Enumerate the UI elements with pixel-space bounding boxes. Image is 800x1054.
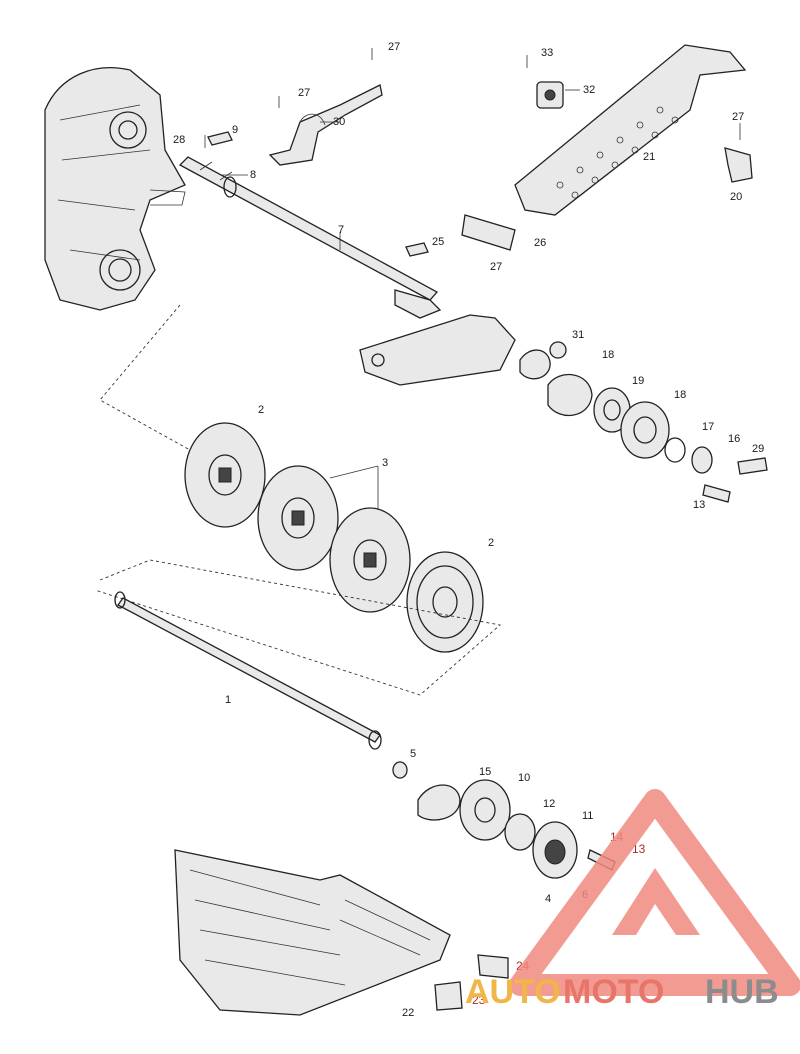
callout-15: 15 (479, 766, 491, 778)
watermark-auto: AUTO (465, 973, 561, 1011)
callout-2: 2 (258, 404, 264, 416)
callout-32: 32 (583, 84, 595, 96)
suspension-arm (359, 314, 516, 386)
callout-12: 12 (543, 798, 555, 810)
callout-33: 33 (541, 47, 553, 59)
callout-5: 5 (410, 748, 416, 760)
clip-32 (536, 81, 564, 109)
callout-11: 11 (582, 810, 593, 822)
callout-7: 7 (338, 224, 344, 236)
watermark-moto: MOTO (563, 973, 664, 1011)
callout-31: 31 (572, 329, 584, 341)
callout-10: 10 (518, 772, 530, 784)
upper-drive-shaft (178, 156, 442, 319)
callout-27: 27 (732, 111, 744, 123)
callout-8: 8 (250, 169, 256, 181)
drive-sprockets (184, 422, 484, 653)
callout-26: 26 (534, 237, 546, 249)
lower-axle (114, 591, 382, 750)
watermark-brand-text: AUTO MOTO HUB (465, 973, 779, 1011)
watermark-triangle-icon (509, 789, 800, 996)
bracket-20 (724, 147, 753, 183)
slider-clips (434, 954, 509, 1011)
callout-13: 13 (632, 842, 646, 856)
callout-25: 25 (432, 236, 444, 248)
bearing-stack-lower (417, 779, 616, 879)
callout-20: 20 (730, 191, 742, 203)
watermark-inner-mark-icon (612, 868, 700, 935)
callout-13: 13 (693, 499, 705, 511)
callout-27: 27 (298, 87, 310, 99)
callout-2: 2 (488, 537, 494, 549)
rail-21 (514, 44, 747, 216)
bearing-stack-upper (519, 341, 768, 503)
callout-29: 29 (752, 443, 764, 455)
bracket-30 (268, 84, 383, 166)
callout-16: 16 (728, 433, 740, 445)
callout-9: 9 (232, 124, 238, 136)
callout-23: 23 (472, 993, 486, 1007)
leader-lines (204, 48, 741, 510)
block-26 (461, 214, 516, 251)
bearing-5 (392, 761, 408, 779)
callout-3: 3 (382, 457, 388, 469)
callout-1: 1 (225, 694, 231, 706)
track-22 (174, 849, 451, 1016)
callout-28: 28 (173, 134, 185, 146)
assembly-guide-lines (94, 304, 501, 696)
watermark-hub: HUB (705, 973, 779, 1011)
callout-18: 18 (602, 349, 614, 361)
callout-17: 17 (702, 421, 714, 433)
callout-21: 21 (643, 151, 655, 163)
key-25 (405, 242, 429, 257)
callout-27: 27 (388, 41, 400, 53)
chaincase (44, 67, 186, 311)
callout-30: 30 (333, 116, 345, 128)
key-9 (207, 131, 233, 146)
callout-22: 22 (402, 1007, 414, 1019)
callout-19: 19 (632, 375, 644, 387)
callout-4: 4 (545, 893, 551, 905)
callout-18: 18 (674, 389, 686, 401)
watermark-logo (509, 789, 800, 996)
callout-27: 27 (490, 261, 502, 273)
